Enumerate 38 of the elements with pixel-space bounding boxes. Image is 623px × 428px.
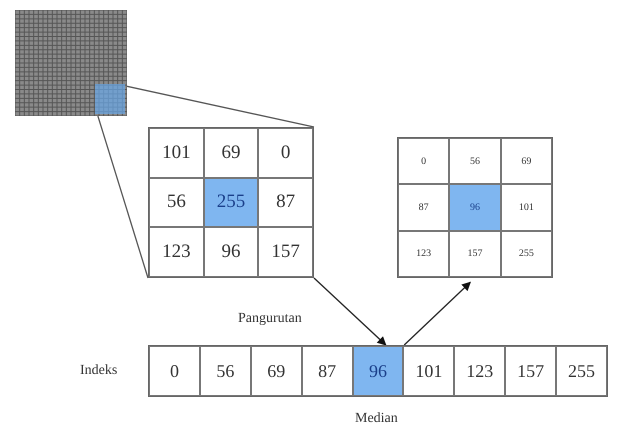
- highlighted-cell: 96: [449, 184, 501, 231]
- value-cell: 0: [149, 346, 200, 396]
- value-cell: 56: [449, 138, 501, 184]
- arrow: [404, 282, 471, 346]
- value-cell: 56: [149, 178, 204, 228]
- value-cell: 157: [258, 227, 313, 277]
- value-cell: 101: [403, 346, 454, 396]
- value-cell: 69: [204, 128, 258, 178]
- value-cell: 87: [398, 184, 450, 231]
- value-cell: 69: [500, 138, 552, 184]
- value-cell: 101: [500, 184, 552, 231]
- value-cell: 0: [398, 138, 450, 184]
- value-cell: 96: [204, 227, 258, 277]
- value-cell: 157: [505, 346, 556, 396]
- value-grid: [148, 345, 608, 397]
- text-label: Pangurutan: [238, 310, 302, 328]
- value-cell: 87: [258, 178, 313, 228]
- zoom-line: [126, 86, 314, 128]
- value-cell: 255: [500, 230, 552, 277]
- zoom-line: [97, 116, 149, 278]
- text-label: Median: [355, 410, 398, 428]
- value-cell: 0: [258, 128, 313, 178]
- value-cell: 101: [149, 128, 204, 178]
- highlighted-cell: 255: [204, 178, 258, 228]
- value-cell: 255: [556, 346, 607, 396]
- value-grid: [397, 137, 553, 278]
- text-label: Indeks: [80, 362, 118, 380]
- value-cell: 69: [250, 346, 302, 396]
- value-cell: 157: [449, 230, 501, 277]
- value-cell: 123: [398, 230, 450, 277]
- arrow: [314, 278, 386, 346]
- pixel-grid-drawing: [15, 10, 127, 116]
- value-cell: 123: [454, 346, 506, 396]
- value-grid: [148, 127, 314, 278]
- highlighted-cell: 96: [352, 346, 404, 396]
- value-cell: 123: [149, 227, 204, 277]
- value-cell: 56: [200, 346, 251, 396]
- value-cell: 87: [302, 346, 353, 396]
